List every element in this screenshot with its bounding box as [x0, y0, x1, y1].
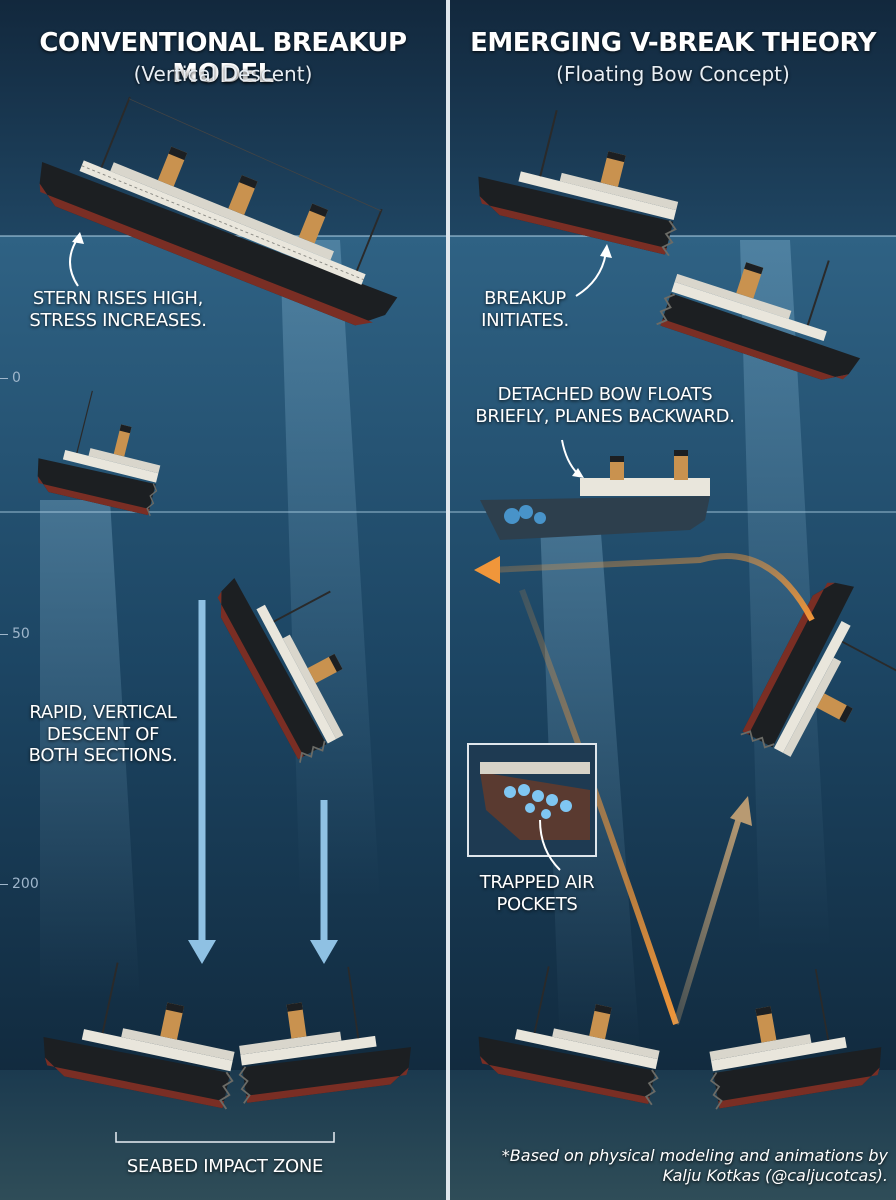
left-subtitle: (Vertical Descent): [133, 62, 313, 86]
right-subtitle: (Floating Bow Concept): [556, 62, 790, 86]
label-trapped-air: TRAPPED AIR POCKETS: [462, 872, 612, 915]
credit-line-2: Kalju Kotkas (@caljucotcas).: [662, 1166, 888, 1186]
left-title: CONVENTIONAL BREAKUP MODEL: [39, 28, 407, 90]
source-credit: *Based on physical modeling and animatio…: [448, 1146, 888, 1187]
label-stern-line-2: STRESS INCREASES.: [29, 309, 207, 331]
label-air-line-1: TRAPPED AIR: [479, 872, 595, 893]
seabed-bracket: [115, 1132, 335, 1143]
label-detached-bow: DETACHED BOW FLOATS BRIEFLY, PLANES BACK…: [460, 384, 750, 427]
label-descent-line-1: RAPID, VERTICAL: [29, 702, 177, 723]
label-breakup-line-1: BREAKUP: [484, 288, 566, 309]
bow-planing-arrow: [489, 553, 815, 622]
air-pocket-inset: [467, 743, 597, 871]
depth-tick-200: 200: [0, 876, 39, 892]
panel-divider: [446, 0, 450, 1200]
right-title: EMERGING V-BREAK THEORY: [470, 28, 876, 58]
bow-descent-path: [519, 588, 679, 1025]
label-descent-line-3: BOTH SECTIONS.: [28, 745, 178, 767]
depth-tick-50: 50: [0, 626, 30, 642]
depth-tick-0: 0: [0, 370, 21, 386]
label-bow-line-2: BRIEFLY, PLANES BACKWARD.: [475, 405, 735, 427]
label-bow-line-1: DETACHED BOW FLOATS: [497, 384, 713, 405]
label-descent-line-2: DESCENT OF: [46, 723, 160, 745]
label-stern-rises: STERN RISES HIGH, STRESS INCREASES.: [18, 288, 218, 331]
label-seabed-impact: SEABED IMPACT ZONE: [126, 1156, 324, 1177]
label-rapid-descent: RAPID, VERTICAL DESCENT OF BOTH SECTIONS…: [18, 702, 188, 767]
right-floating-bow: [480, 450, 710, 540]
label-air-line-2: POCKETS: [496, 893, 578, 915]
label-stern-line-1: STERN RISES HIGH,: [32, 288, 204, 309]
label-breakup-line-2: INITIATES.: [481, 309, 569, 331]
credit-line-1: *Based on physical modeling and animatio…: [501, 1146, 888, 1165]
stern-descent-path: [673, 807, 745, 1025]
label-breakup-initiates: BREAKUP INITIATES.: [470, 288, 580, 331]
